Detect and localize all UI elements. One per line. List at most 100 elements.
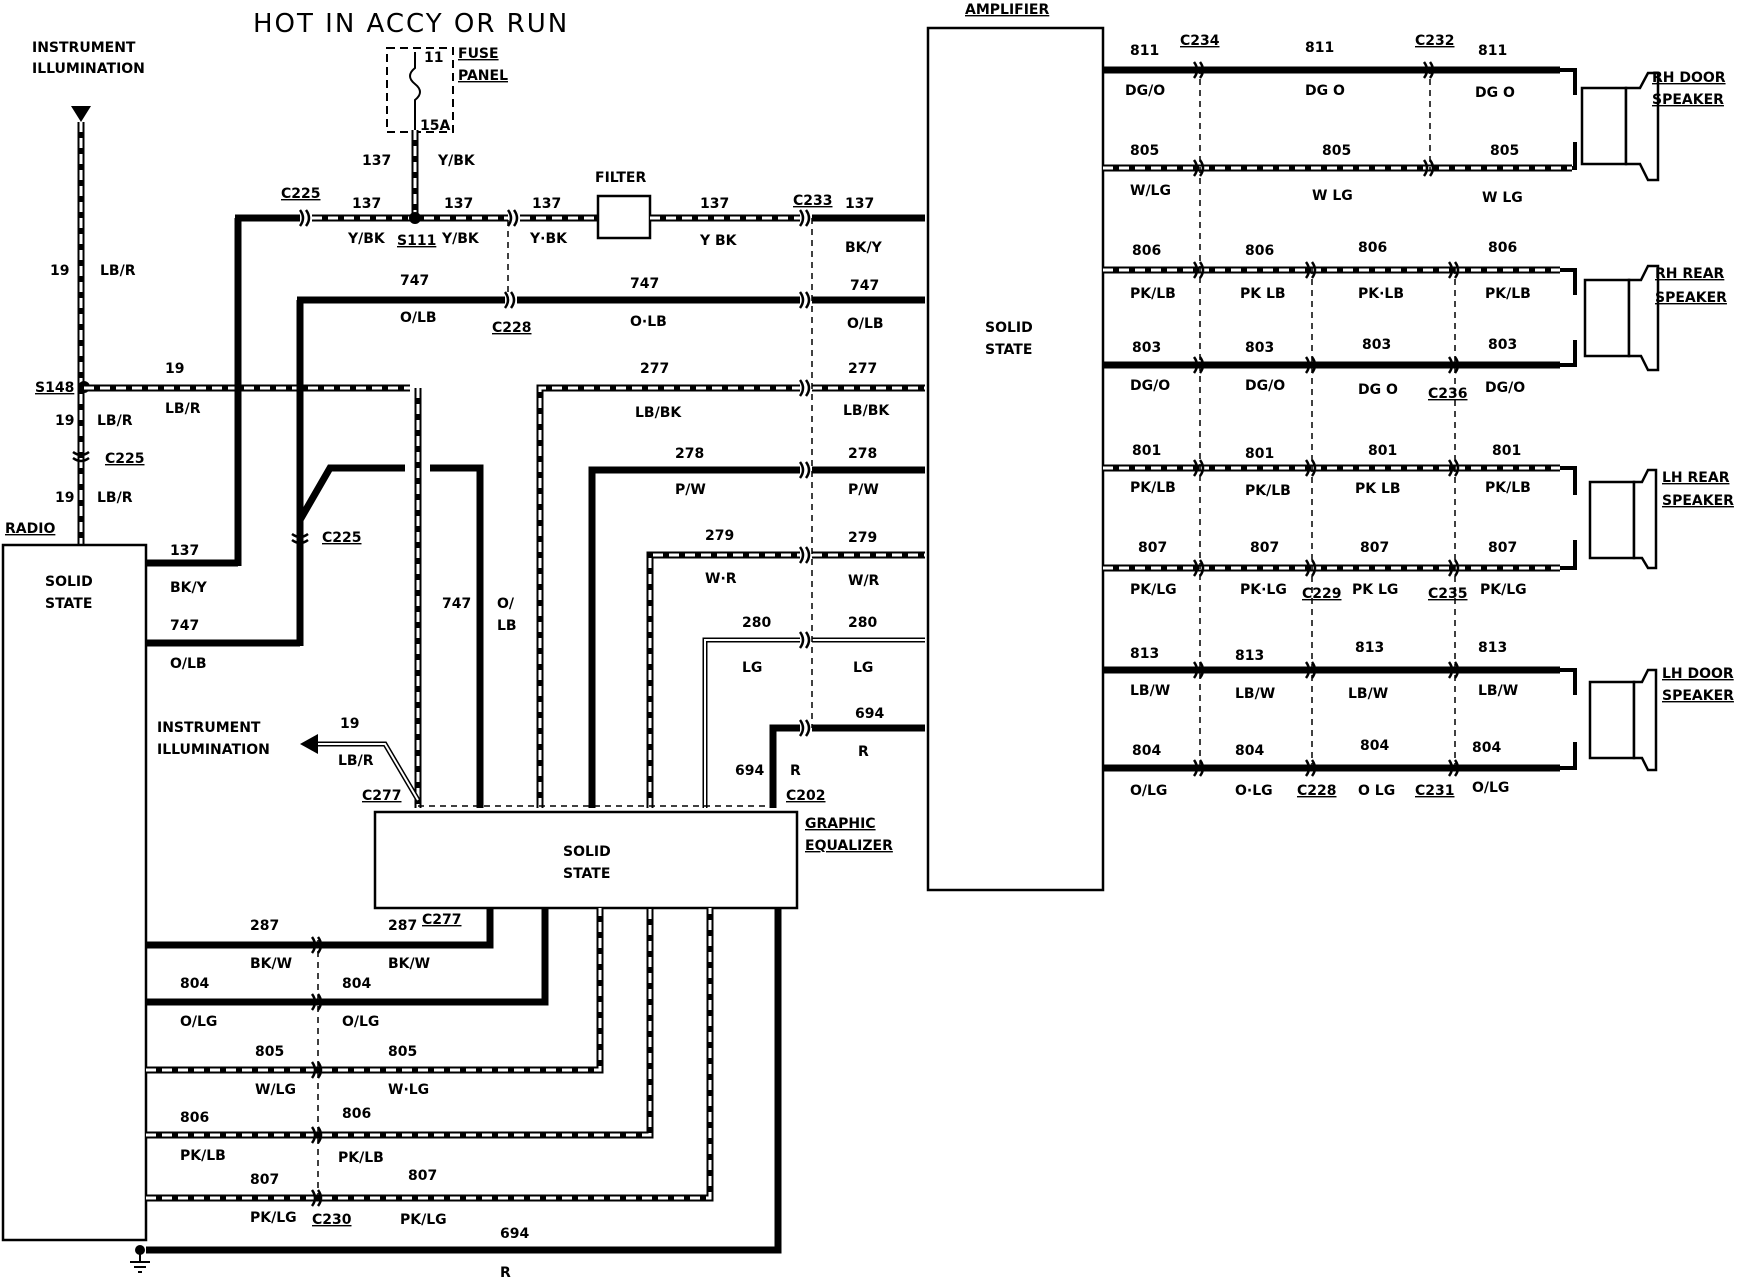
wire-806-label-b: 806	[1245, 243, 1274, 259]
wire-694-radio-label: 694	[500, 1226, 529, 1242]
wire-747-color-c: O/LB	[847, 316, 884, 332]
wire-694	[769, 724, 800, 808]
wire-813-color-b: LB/W	[1235, 686, 1275, 702]
wire-801-color-a: PK/LB	[1130, 480, 1176, 496]
connector-c225-left: C225	[105, 451, 145, 467]
wire-801-label-a: 801	[1132, 443, 1161, 459]
wire-747-eq-label: 747	[442, 596, 471, 612]
wire-747-eq-color-2: LB	[497, 618, 517, 634]
wire-807-label-c: 807	[1360, 540, 1389, 556]
connector-c229: C229	[1302, 586, 1342, 602]
wire-278-color-a: P/W	[675, 482, 706, 498]
wire-277-label-a: 277	[640, 361, 669, 377]
wire-279-color-b: W/R	[848, 573, 880, 589]
wire-287-label-b: 287	[388, 918, 417, 934]
connector-277-mark	[798, 378, 811, 398]
wire-801-label-b: 801	[1245, 446, 1274, 462]
wire-807-radio	[146, 908, 714, 1202]
connector-c228: C228	[492, 320, 532, 336]
connector-137-mid-mark	[506, 208, 519, 228]
wire-280	[702, 637, 925, 808]
wire-805-label-a: 805	[1130, 143, 1159, 159]
wire-137-label-c: 137	[532, 196, 561, 212]
wire-694-color-b: R	[790, 763, 801, 779]
wire-804-radio	[146, 908, 549, 1006]
wire-287-color-a: BK/W	[250, 956, 292, 972]
connector-c228-lower: C228	[1297, 783, 1337, 799]
wire-804-label-d: 804	[1472, 740, 1501, 756]
wire-804-label-a: 804	[1132, 743, 1161, 759]
connector-c225-mid: C225	[322, 530, 362, 546]
wire-137-fuse-color: Y/BK	[437, 153, 476, 169]
wire-806-color-c: PK·LB	[1358, 286, 1404, 302]
wire-747-eq-branch	[296, 464, 405, 522]
wire-804-label-b: 804	[1235, 743, 1264, 759]
wire-137-label-b: 137	[444, 196, 473, 212]
wire-137-radio-color: BK/Y	[170, 580, 208, 596]
wire-805-radio-color-b: W·LG	[388, 1082, 429, 1098]
wire-747-radio-label: 747	[170, 618, 199, 634]
connector-280-mark	[798, 630, 811, 650]
wire-279-label-b: 279	[848, 530, 877, 546]
wire-806-radio-color-a: PK/LB	[180, 1148, 226, 1164]
wire-807-radio-color-a: PK/LG	[250, 1210, 297, 1226]
wire-19-color: LB/R	[100, 263, 136, 279]
radio-solid-state-1: SOLID	[45, 574, 93, 590]
wire-804-radio-color-b: O/LG	[342, 1014, 379, 1030]
wire-277-color-a: LB/BK	[635, 405, 682, 421]
wire-805-label-c: 805	[1490, 143, 1519, 159]
ground-icon	[130, 1245, 150, 1273]
wire-811-label-b: 811	[1305, 40, 1334, 56]
rh-door-speaker-label-1: RH DOOR	[1652, 70, 1726, 86]
connector-c202: C202	[786, 788, 826, 804]
connector-c235: C235	[1428, 586, 1468, 602]
connector-747-mark	[798, 290, 811, 310]
wire-137-radio-label: 137	[170, 543, 199, 559]
wire-804-color-a: O/LG	[1130, 783, 1167, 799]
wire-807-radio-color-b: PK/LG	[400, 1212, 447, 1228]
rh-rear-speaker-icon	[1560, 264, 1660, 372]
lh-door-speaker-label-1: LH DOOR	[1662, 666, 1734, 682]
wire-806-color-d: PK/LB	[1485, 286, 1531, 302]
wire-807-color-a: PK/LG	[1130, 582, 1177, 598]
amplifier-solid-state-1: SOLID	[985, 320, 1033, 336]
wire-803-color-a: DG/O	[1130, 378, 1170, 394]
connector-278-mark	[798, 460, 811, 480]
wire-694-radio-color: R	[500, 1265, 511, 1280]
wire-279	[646, 551, 925, 808]
wire-813-color-a: LB/W	[1130, 683, 1170, 699]
wire-805-color-a: W/LG	[1130, 183, 1171, 199]
wire-805-radio-label-b: 805	[388, 1044, 417, 1060]
graphic-equalizer-label-1: GRAPHIC	[805, 816, 876, 832]
wire-279-color-a: W·R	[705, 571, 737, 587]
lh-rear-speaker-icon	[1560, 466, 1658, 570]
wire-277-label-b: 277	[848, 361, 877, 377]
amplifier-solid-state-2: STATE	[985, 342, 1032, 358]
wire-19-horizontal-color: LB/R	[165, 401, 201, 417]
lh-rear-speaker-label-1: LH REAR	[1662, 470, 1730, 486]
fuse-panel-label-1: FUSE	[458, 46, 499, 62]
wire-801-color-d: PK/LB	[1485, 480, 1531, 496]
wire-813-color-c: LB/W	[1348, 686, 1388, 702]
wire-813-label-b: 813	[1235, 648, 1264, 664]
connector-c233-mark	[798, 208, 811, 228]
wire-804-label-c: 804	[1360, 738, 1389, 754]
wire-805-color-c: W LG	[1482, 190, 1523, 206]
filter-box	[596, 194, 652, 240]
wire-277-color-b: LB/BK	[843, 403, 890, 419]
wire-137-label-d: 137	[700, 196, 729, 212]
instrument-illumination-arrow-icon	[71, 106, 91, 122]
wire-747-radio-color: O/LB	[170, 656, 207, 672]
wire-277	[536, 384, 925, 808]
wire-278-label-b: 278	[848, 446, 877, 462]
wire-747-label-c: 747	[850, 278, 879, 294]
wire-803-label-c: 803	[1362, 337, 1391, 353]
wire-287-color-b: BK/W	[388, 956, 430, 972]
wire-803-color-b: DG/O	[1245, 378, 1285, 394]
diagram-title: HOT IN ACCY OR RUN	[253, 9, 569, 39]
wire-137-label-e: 137	[845, 196, 874, 212]
wire-279-label-a: 279	[705, 528, 734, 544]
wire-806-radio-color-b: PK/LB	[338, 1150, 384, 1166]
wire-801-label-c: 801	[1368, 443, 1397, 459]
wire-19-mid-label: 19	[340, 716, 359, 732]
